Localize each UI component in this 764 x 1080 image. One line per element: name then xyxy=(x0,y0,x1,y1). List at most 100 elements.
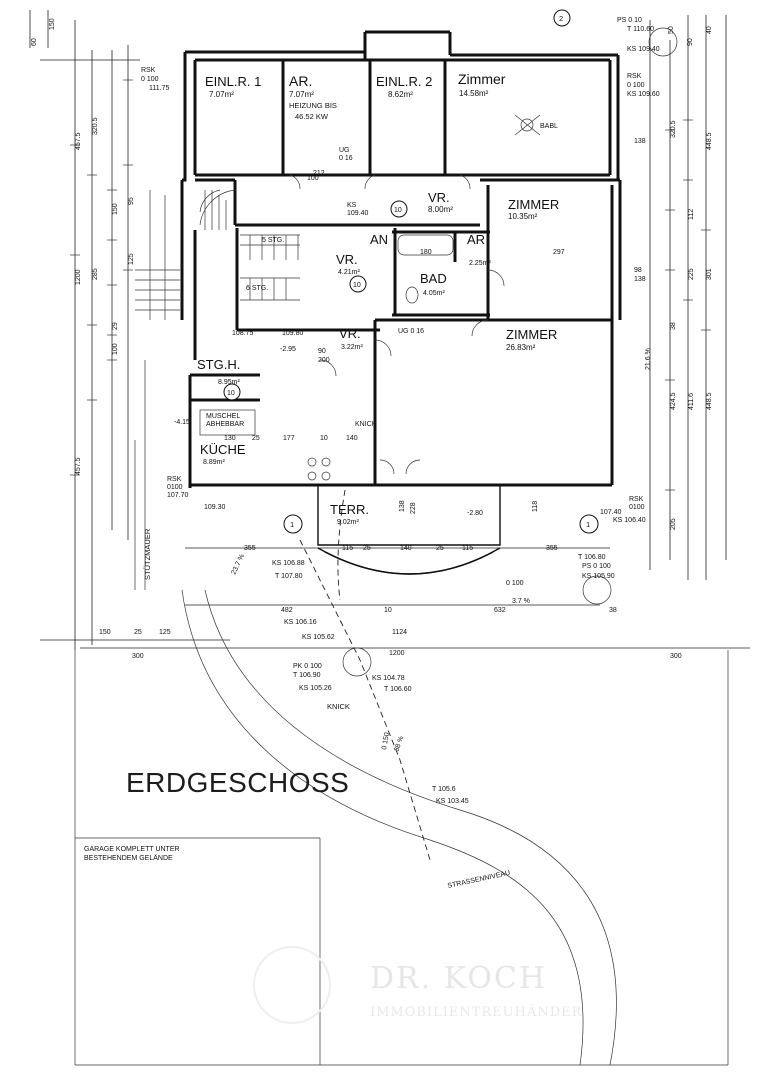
room-zimmer-top-balcony: BABL xyxy=(540,123,558,130)
dim-bottom-6: 355 xyxy=(546,545,558,552)
annot-rsk-tl-2: 0 100 xyxy=(141,76,159,83)
annot-ks-top: KS 109.40 xyxy=(627,46,660,53)
dim-inner-11: 118 xyxy=(532,501,539,512)
dim-bottom-9: 632 xyxy=(494,607,506,614)
marker-10b: 10 xyxy=(353,282,361,289)
dim-right-5: 424.5 xyxy=(670,392,677,410)
room-terr-area: 9.02m² xyxy=(337,519,359,526)
room-vr-low: VR. 3.22m² xyxy=(339,326,363,351)
label-knick-2: KNICK xyxy=(327,702,350,711)
annot-rsk-tl: RSK xyxy=(141,67,156,74)
annot-ks-inner-2: 109.40 xyxy=(347,210,369,217)
room-zimmer3: ZIMMER 26.83m² xyxy=(506,327,557,352)
dim-right-1: 448.5 xyxy=(706,132,713,150)
annot-rsk-tr-2: 0 100 xyxy=(627,82,645,89)
annot-ks-105-26: KS 105.26 xyxy=(299,685,332,692)
dim-right-12: 38 xyxy=(670,322,677,330)
dim-inner-2: 212 xyxy=(313,170,325,177)
dim-inner-5: 90 xyxy=(318,348,326,355)
room-terr: TERR. 9.02m² xyxy=(330,502,369,526)
annot-ps-0100: PS 0 100 xyxy=(582,563,611,570)
dim-inner-9: 10 xyxy=(320,435,328,442)
room-vr-low-name: VR. xyxy=(339,326,361,341)
dim-bottom-12: 25 xyxy=(134,629,142,636)
label-strassenniveau: STRASSENNIVEAU xyxy=(447,870,511,890)
annot-ks-103-45: KS 103.45 xyxy=(436,798,469,805)
room-bad: BAD 4.05m² xyxy=(420,271,447,297)
annot-t-105-6: T 105.6 xyxy=(432,786,456,793)
annot-t-106-80: T 106.80 xyxy=(578,554,606,561)
dim-right-10: 98 xyxy=(634,267,642,274)
annot-107-40: 107.40 xyxy=(600,509,622,516)
dim-bottom-8: 10 xyxy=(384,607,392,614)
dim-top-2: 50 xyxy=(668,26,675,34)
room-einl2-name: EINL.R. 2 xyxy=(376,74,432,89)
label-stg-2: 6 STG. xyxy=(246,285,268,292)
label-knick: KNICK xyxy=(355,421,377,428)
annot-d150: 0 150 xyxy=(381,732,391,751)
dim-inner-3: 100 xyxy=(307,175,319,182)
room-vr-top-area: 8.00m² xyxy=(428,205,453,214)
room-zimmer2-area: 10.35m² xyxy=(508,212,538,221)
annot-pk: PK 0 100 xyxy=(293,663,322,670)
room-vr-top: VR. 8.00m² xyxy=(428,190,453,214)
dim-top-3: 90 xyxy=(687,38,694,46)
room-kueche-name: KÜCHE xyxy=(200,442,246,457)
room-vr-low-area: 3.22m² xyxy=(341,344,363,351)
dim-inner-12: 138 xyxy=(399,500,406,512)
dim-top-0: 60 xyxy=(31,38,38,46)
dim-bottom-4: 25 xyxy=(436,545,444,552)
dim-bottom-2: 25 xyxy=(363,545,371,552)
dimension-numbers: 60 150 50 90 40 457.5 1200 457.5 320.5 2… xyxy=(31,18,713,660)
dim-right-9: 138 xyxy=(634,138,646,145)
dim-left-outer-1: 1200 xyxy=(75,269,82,285)
room-bad-name: BAD xyxy=(420,271,447,286)
label-stg-1: 5 STG. xyxy=(262,237,284,244)
label-ug-3: 0 16 xyxy=(339,155,353,162)
room-bad-area: 4.05m² xyxy=(423,290,445,297)
room-zimmer3-name: ZIMMER xyxy=(506,327,557,342)
marker-10c: 10 xyxy=(394,207,402,214)
dim-bottom-0: 355 xyxy=(244,545,256,552)
room-ar2-name: AR xyxy=(467,232,485,247)
dim-left-inner-4: 100 xyxy=(112,343,119,355)
watermark: DR. KOCH IMMOBILIENTREUHÄNDER xyxy=(253,946,582,1024)
label-garage-2: BESTEHENDEM GELÄNDE xyxy=(84,854,173,862)
annot-rsk-tr-3: KS 109.60 xyxy=(627,91,660,98)
dim-left-inner-2: 150 xyxy=(112,203,119,215)
room-zimmer-top: Zimmer 14.58m² BABL xyxy=(458,71,558,130)
annot-rsk-r-3: KS 106.40 xyxy=(613,517,646,524)
room-ar1-note1: HEIZUNG BIS xyxy=(289,101,337,110)
room-zimmer-top-name: Zimmer xyxy=(458,71,506,87)
annot-ks-105-90: KS 105.90 xyxy=(582,573,615,580)
annot-t-107-80: T 107.80 xyxy=(275,573,303,580)
annot-pct-2: 23.7 % xyxy=(230,553,246,576)
room-terr-name: TERR. xyxy=(330,502,369,517)
room-stgh-area: 8.95m² xyxy=(218,379,240,386)
watermark-line-1: DR. KOCH xyxy=(370,961,547,996)
dim-bottom-17: 1200 xyxy=(389,650,405,657)
annot-t-106-60: T 106.60 xyxy=(384,686,412,693)
dim-bottom-15: 300 xyxy=(132,653,144,660)
dim-left-outer-0: 457.5 xyxy=(75,132,82,150)
room-ar2: AR 2.25m² xyxy=(467,232,491,267)
annot-109-30: 109.30 xyxy=(204,504,226,511)
dim-right-2: 301 xyxy=(706,268,713,280)
dim-left-inner-6: 95 xyxy=(128,197,135,205)
annot-t-top: T 110.60 xyxy=(627,26,654,33)
dim-inner-0: 180 xyxy=(420,249,432,256)
annot-neg-295: -2.95 xyxy=(280,346,296,353)
annot-108-75: 108.75 xyxy=(232,330,254,337)
dim-bottom-11: 150 xyxy=(99,629,111,636)
dim-right-4: 448.5 xyxy=(706,392,713,410)
marker-2: 2 xyxy=(559,14,563,23)
room-ar1-area: 7.07m² xyxy=(289,90,314,99)
dim-right-8: 112 xyxy=(688,209,695,220)
room-zimmer-top-area: 14.58m² xyxy=(459,89,489,98)
dimension-lines xyxy=(29,10,750,650)
dim-bottom-14: 1124 xyxy=(392,629,407,636)
annot-pct-3: 38 % xyxy=(393,735,405,752)
annot-neg-280: -2.80 xyxy=(467,510,483,517)
dim-bottom-7: 482 xyxy=(281,607,293,614)
dim-inner-7: 25 xyxy=(252,435,260,442)
